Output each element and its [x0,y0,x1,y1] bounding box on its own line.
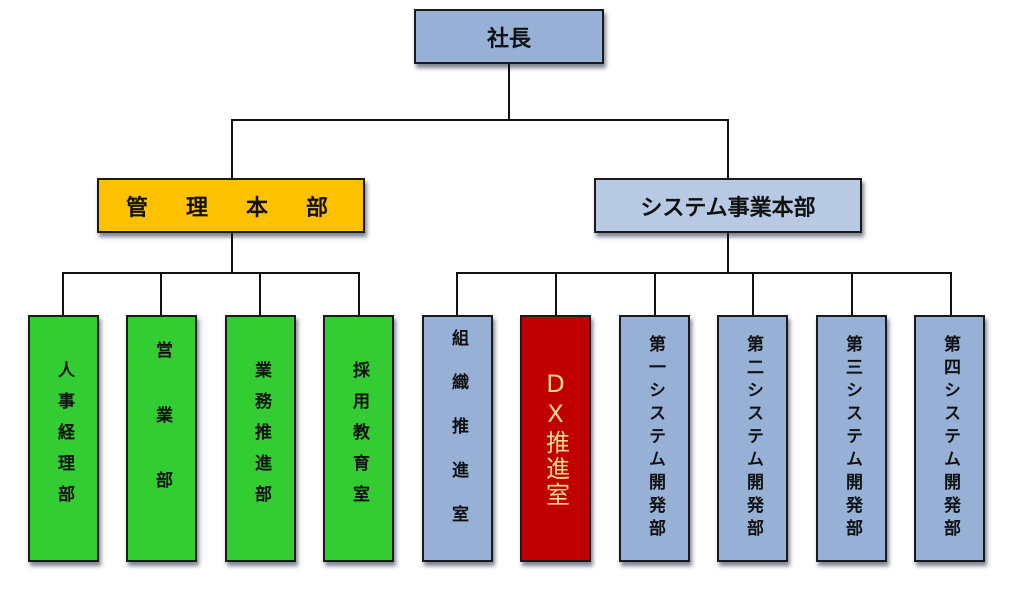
connector-drop [555,272,557,316]
ceo-label: 社長 [486,26,531,52]
department-box-business-promotion[interactable]: 業務推進部 [225,315,296,562]
connector-drop [160,272,162,316]
department-label: 人事経理部 [54,361,74,516]
department-box-recruiting-training[interactable]: 採用教育室 [323,315,394,562]
department-label: DX推進室 [541,369,570,508]
department-label: 第二システム開発部 [743,335,763,542]
connector-drop [456,272,458,316]
department-label: 採用教育室 [349,361,369,516]
connector-admin-down [231,232,233,274]
connector-drop [259,272,261,316]
connector-system-down [727,232,729,274]
connector-drop [358,272,360,316]
department-label: 業務推進部 [251,361,271,516]
connector-drop [62,272,64,316]
connector-drop [654,272,656,316]
department-box-system-dev-4[interactable]: 第四システム開発部 [914,315,985,562]
department-box-system-dev-2[interactable]: 第二システム開発部 [717,315,788,562]
department-box-system-dev-1[interactable]: 第一システム開発部 [619,315,690,562]
department-label: 第三システム開発部 [842,335,862,542]
division-system[interactable]: システム事業本部 [594,178,862,233]
connector-to-system [727,119,729,179]
department-box-hr-accounting[interactable]: 人事経理部 [28,315,99,562]
connector-drop [752,272,754,316]
division-admin[interactable]: 管 理 本 部 [97,178,365,233]
department-label: 第四システム開発部 [940,335,960,542]
connector-drop [851,272,853,316]
department-label: 第一システム開発部 [645,335,665,542]
connector-ceo-down [508,62,510,120]
division-admin-label: 管 理 本 部 [125,195,336,221]
connector-level1-horizontal [231,119,729,121]
department-box-dx-promotion[interactable]: DX推進室 [520,315,591,562]
division-system-label: システム事業本部 [640,195,816,221]
department-label: 営業部 [152,341,172,536]
connector-admin-horizontal [62,272,360,274]
connector-drop [950,272,952,316]
ceo-box[interactable]: 社長 [414,9,604,64]
department-box-sales[interactable]: 営業部 [126,315,197,562]
department-box-org-promotion[interactable]: 組織推進室 [422,315,493,562]
connector-to-admin [231,119,233,179]
connector-system-horizontal [456,272,952,274]
department-label: 組織推進室 [448,328,468,549]
department-box-system-dev-3[interactable]: 第三システム開発部 [816,315,887,562]
